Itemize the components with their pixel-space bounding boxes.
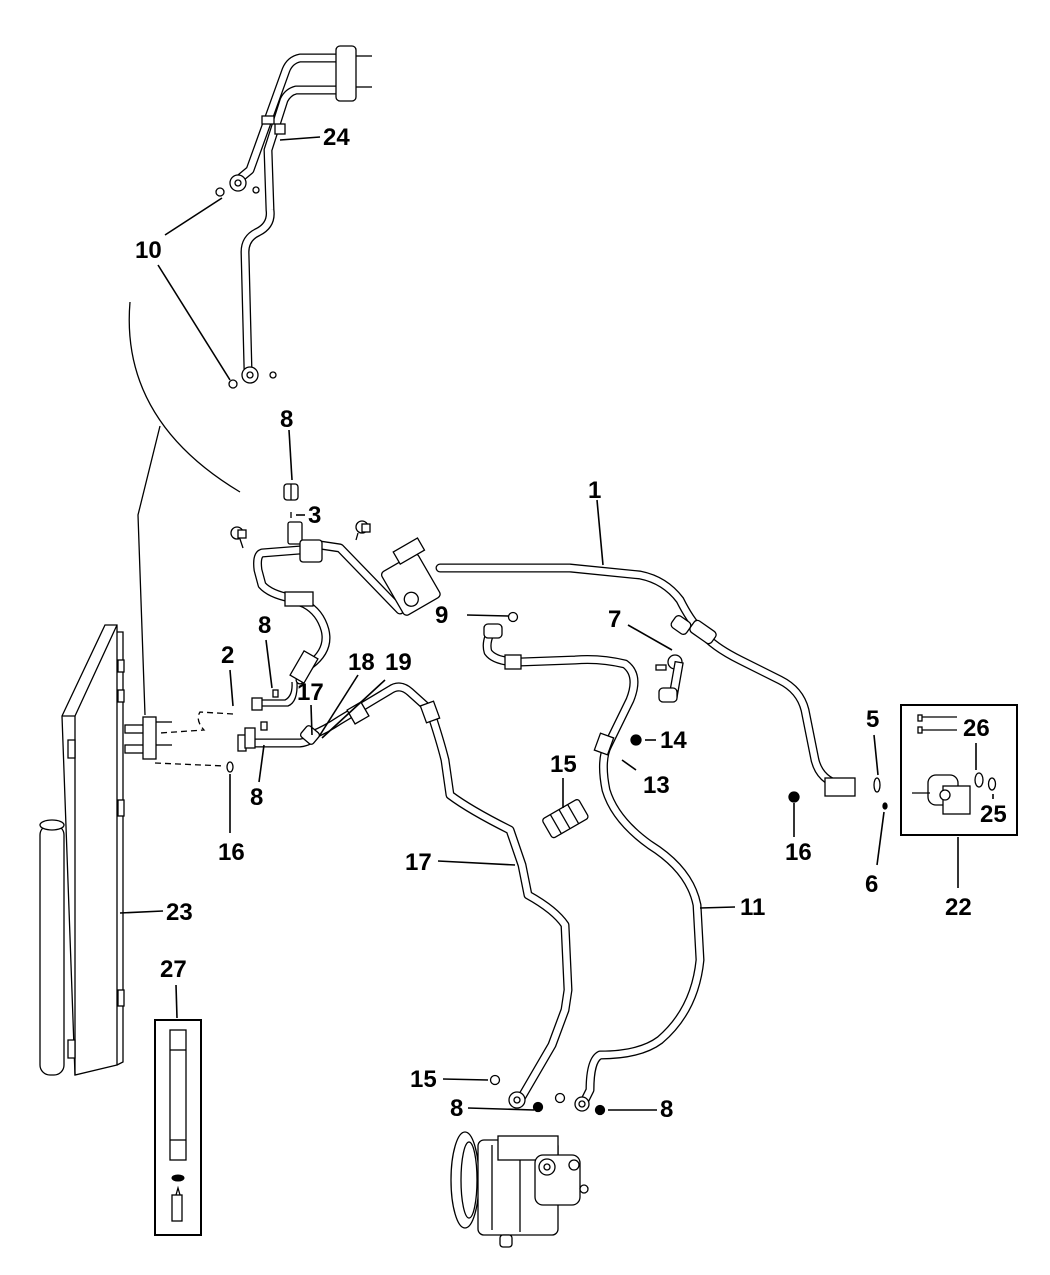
compressor[interactable] xyxy=(450,1131,589,1248)
clip-left[interactable] xyxy=(230,526,247,549)
fitting xyxy=(299,725,321,745)
fitting xyxy=(251,697,263,711)
line-1[interactable] xyxy=(253,521,856,797)
sensor-15[interactable] xyxy=(542,799,589,839)
seal-6[interactable] xyxy=(882,802,888,810)
pressure-switch-line[interactable] xyxy=(251,681,298,711)
fitting xyxy=(689,619,717,645)
liquid-line[interactable] xyxy=(237,721,321,752)
clip xyxy=(272,689,279,698)
callout-6: 6 xyxy=(865,871,878,898)
callout-7: 7 xyxy=(608,606,621,633)
callout-22: 19 xyxy=(385,649,412,676)
line-11[interactable] xyxy=(482,623,705,1112)
receiver-drier xyxy=(39,824,65,1076)
desiccant-cartridge[interactable] xyxy=(169,1029,187,1222)
fitting-knurl xyxy=(346,701,370,725)
o-ring-18[interactable] xyxy=(489,1074,501,1086)
callout-4: 8 xyxy=(280,406,293,433)
fitting xyxy=(299,539,323,563)
callout-8-upper: 8 xyxy=(258,612,271,639)
o-ring[interactable] xyxy=(215,187,225,197)
callout-20: 17 xyxy=(297,679,324,706)
block-fitting xyxy=(335,45,357,102)
o-ring[interactable] xyxy=(974,772,984,788)
stub-pipe xyxy=(124,744,146,754)
callout-8-lower: 8 xyxy=(250,784,263,811)
manifold-block xyxy=(142,716,157,760)
clip xyxy=(274,123,286,135)
nut-16[interactable] xyxy=(788,791,800,803)
callout-18: 15 xyxy=(410,1066,437,1093)
stub-pipe xyxy=(124,724,146,734)
o-ring-5[interactable] xyxy=(873,777,881,793)
clip xyxy=(261,115,275,125)
callout-10: 10 xyxy=(135,237,162,264)
bracket-7[interactable] xyxy=(655,654,684,703)
kit-box-27[interactable] xyxy=(154,1019,202,1236)
fitting-knurl xyxy=(419,700,441,724)
clip-right[interactable] xyxy=(355,520,371,541)
nut[interactable] xyxy=(532,1101,544,1113)
fitting xyxy=(244,727,256,749)
reference-arc xyxy=(128,301,241,493)
o-ring[interactable] xyxy=(507,611,519,623)
o-ring[interactable] xyxy=(554,1092,566,1104)
callout-14: 14 xyxy=(660,727,687,754)
callout-8-bottom-right: 8 xyxy=(660,1096,673,1123)
callout-15: 15 xyxy=(550,751,577,778)
o-ring[interactable] xyxy=(987,777,997,791)
nut xyxy=(269,371,277,379)
condenser-23[interactable] xyxy=(39,624,172,1076)
callout-23: 23 xyxy=(166,899,193,926)
reference-line xyxy=(137,425,161,716)
bracket xyxy=(67,1039,76,1059)
upper-line-assembly[interactable] xyxy=(229,45,372,384)
callout-25: 25 xyxy=(980,801,1007,828)
callout-12: 9 xyxy=(435,602,448,629)
callout-26: 26 xyxy=(963,715,990,742)
callout-9: 24 xyxy=(323,124,350,151)
kit-box-24[interactable] xyxy=(900,704,1018,836)
clip xyxy=(260,721,268,731)
line-17[interactable] xyxy=(307,682,573,1109)
bolts-26[interactable] xyxy=(917,714,957,734)
callout-24: 22 xyxy=(945,894,972,921)
callout-21: 18 xyxy=(348,649,375,676)
callout-27: 27 xyxy=(160,956,187,983)
callout-11: 11 xyxy=(740,894,765,921)
fitting-knurl xyxy=(593,732,615,756)
fitting-knurl xyxy=(289,649,319,685)
callout-13: 13 xyxy=(643,772,670,799)
fitting-knurl xyxy=(284,591,314,607)
end-fitting xyxy=(824,777,856,797)
bracket xyxy=(67,739,76,759)
callout-5: 5 xyxy=(866,706,879,733)
fitting-knurl xyxy=(504,654,522,670)
mounting-block xyxy=(380,537,441,616)
callout-19: 16 xyxy=(218,839,245,866)
fitting xyxy=(483,623,503,639)
nut xyxy=(252,186,260,194)
callout-17: 17 xyxy=(405,849,432,876)
service-port xyxy=(287,521,303,545)
callout-8-bottom-left: 8 xyxy=(450,1095,463,1122)
callout-2: 2 xyxy=(221,642,234,669)
nut-14[interactable] xyxy=(630,734,642,746)
callout-1: 1 xyxy=(588,477,601,504)
fitting xyxy=(670,615,692,635)
callout-3: 3 xyxy=(308,502,321,529)
o-ring[interactable] xyxy=(228,379,238,389)
expansion-valve[interactable] xyxy=(912,774,971,815)
callout-16: 16 xyxy=(785,839,812,866)
nut[interactable] xyxy=(594,1104,606,1116)
o-ring-19[interactable] xyxy=(226,761,234,773)
